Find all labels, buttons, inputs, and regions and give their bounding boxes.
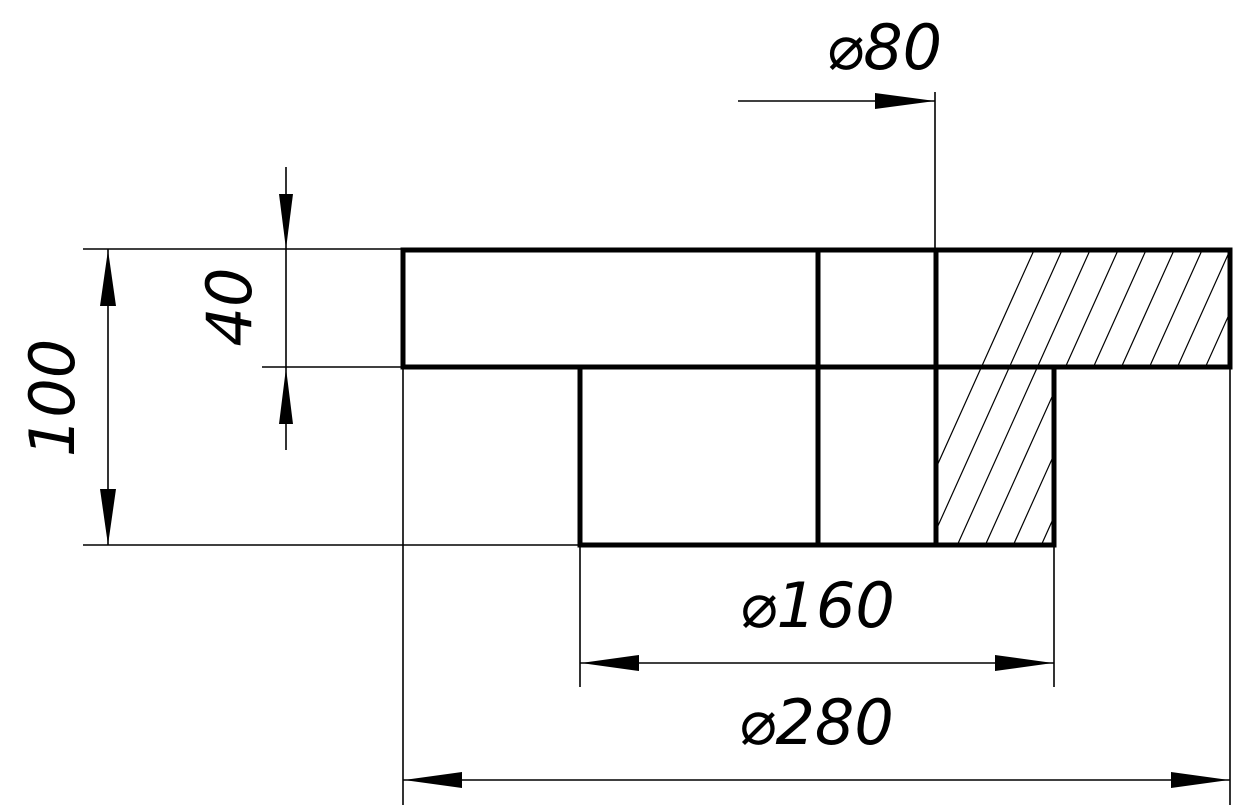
arrow-right bbox=[995, 655, 1053, 671]
hatch-line bbox=[936, 250, 1064, 545]
arrow-up bbox=[100, 250, 116, 306]
dimension-text-100: 100 bbox=[16, 339, 89, 457]
arrow-up-onto-bottom bbox=[279, 368, 293, 424]
hatch-line bbox=[1067, 250, 1204, 545]
dimension-text-40: 40 bbox=[193, 268, 266, 347]
hatch-line bbox=[1039, 250, 1176, 545]
hatch-line bbox=[936, 250, 1036, 545]
hatch-line bbox=[1123, 250, 1230, 545]
arrow-down-onto-top bbox=[279, 194, 293, 249]
hatch-line bbox=[1095, 250, 1230, 545]
arrow-left bbox=[581, 655, 639, 671]
arrow-right bbox=[875, 93, 935, 109]
arrow-right bbox=[1171, 772, 1229, 788]
dimension-diameter-160: ⌀160 bbox=[579, 545, 1055, 687]
hatch-line bbox=[1011, 250, 1148, 545]
hatch-line bbox=[955, 250, 1092, 545]
dimension-diameter-280: ⌀280 bbox=[402, 367, 1231, 805]
part-outline bbox=[400, 247, 1233, 548]
dimension-height-100: 100 bbox=[16, 248, 580, 546]
hatch-line bbox=[1151, 250, 1230, 545]
dimension-text-80: ⌀80 bbox=[826, 11, 942, 84]
dimension-height-40: 40 bbox=[193, 167, 403, 450]
dimension-text-280: ⌀280 bbox=[738, 686, 894, 759]
dimension-diameter-80: ⌀80 bbox=[738, 11, 942, 250]
section-hatching bbox=[936, 250, 1230, 545]
dimension-text-160: ⌀160 bbox=[739, 569, 895, 642]
arrow-down bbox=[100, 489, 116, 545]
arrow-left bbox=[404, 772, 462, 788]
